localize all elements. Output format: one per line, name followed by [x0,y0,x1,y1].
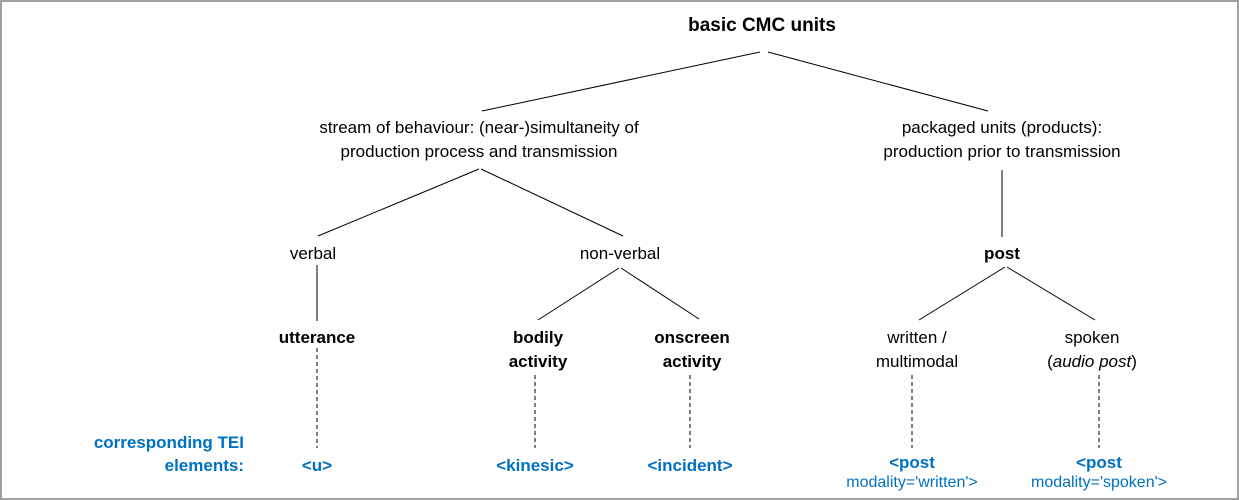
node-spoken-line2: (audio post) [1047,350,1137,374]
tei-post-written-line1: <post [889,453,935,472]
node-written-line2: multimodal [875,352,959,371]
tei-element-u: <u> [301,456,333,475]
node-onscreen-line2: activity [662,352,722,371]
tei-element-post-spoken: <post modality='spoken'> [1031,453,1167,493]
tei-element-post-written: <post modality='written'> [846,453,978,493]
edge-stream-nonverbal [480,168,624,237]
node-utterance: utterance [278,328,356,347]
node-bodily-activity: bodily activity [509,326,568,374]
node-non-verbal: non-verbal [579,244,661,263]
node-bodily-line2: activity [508,352,568,371]
tei-caption: corresponding TEI elements: [42,431,244,477]
tei-post-spoken-line1: <post [1076,453,1122,472]
node-post: post [984,244,1020,263]
node-written-multimodal: written / multimodal [876,326,958,374]
edge-post-written [918,266,1006,321]
node-packaged-line2: production prior to transmission [883,142,1121,161]
node-onscreen-line1: onscreen [654,328,730,347]
node-basic-cmc-units: basic CMC units [688,15,836,36]
node-stream-line1: stream of behaviour: (near-)simultaneity… [319,118,639,137]
edge-nonverbal-bodily [537,267,620,321]
audio-post-italic: audio post [1052,352,1132,371]
edge-root-stream [481,51,761,112]
node-onscreen-activity: onscreen activity [654,326,730,374]
node-written-line1: written / [887,328,947,347]
node-packaged-line1: packaged units (products): [901,118,1103,137]
paren-close: ) [1131,352,1137,371]
node-verbal: verbal [289,244,337,263]
tei-element-incident: <incident> [647,456,733,475]
edge-post-spoken [1006,266,1096,321]
node-spoken-audio-post: spoken (audio post) [1047,326,1137,374]
edge-nonverbal-onscreen [620,267,700,320]
edge-stream-verbal [317,168,480,237]
tei-element-kinesic: <kinesic> [496,456,574,475]
paren-open: ( [1047,352,1053,371]
node-packaged-units: packaged units (products): production pr… [883,116,1120,164]
tei-caption-line1: corresponding TEI [93,433,244,452]
node-spoken-line1: spoken [1064,328,1120,347]
node-stream-line2: production process and transmission [340,142,618,161]
edge-root-packaged [767,51,989,112]
tei-post-written-line2: modality='written'> [846,474,978,491]
tei-post-spoken-line2: modality='spoken'> [1031,474,1167,491]
tei-caption-line2: elements: [164,456,244,475]
node-bodily-line1: bodily [512,328,564,347]
node-stream-of-behaviour: stream of behaviour: (near-)simultaneity… [319,116,638,164]
